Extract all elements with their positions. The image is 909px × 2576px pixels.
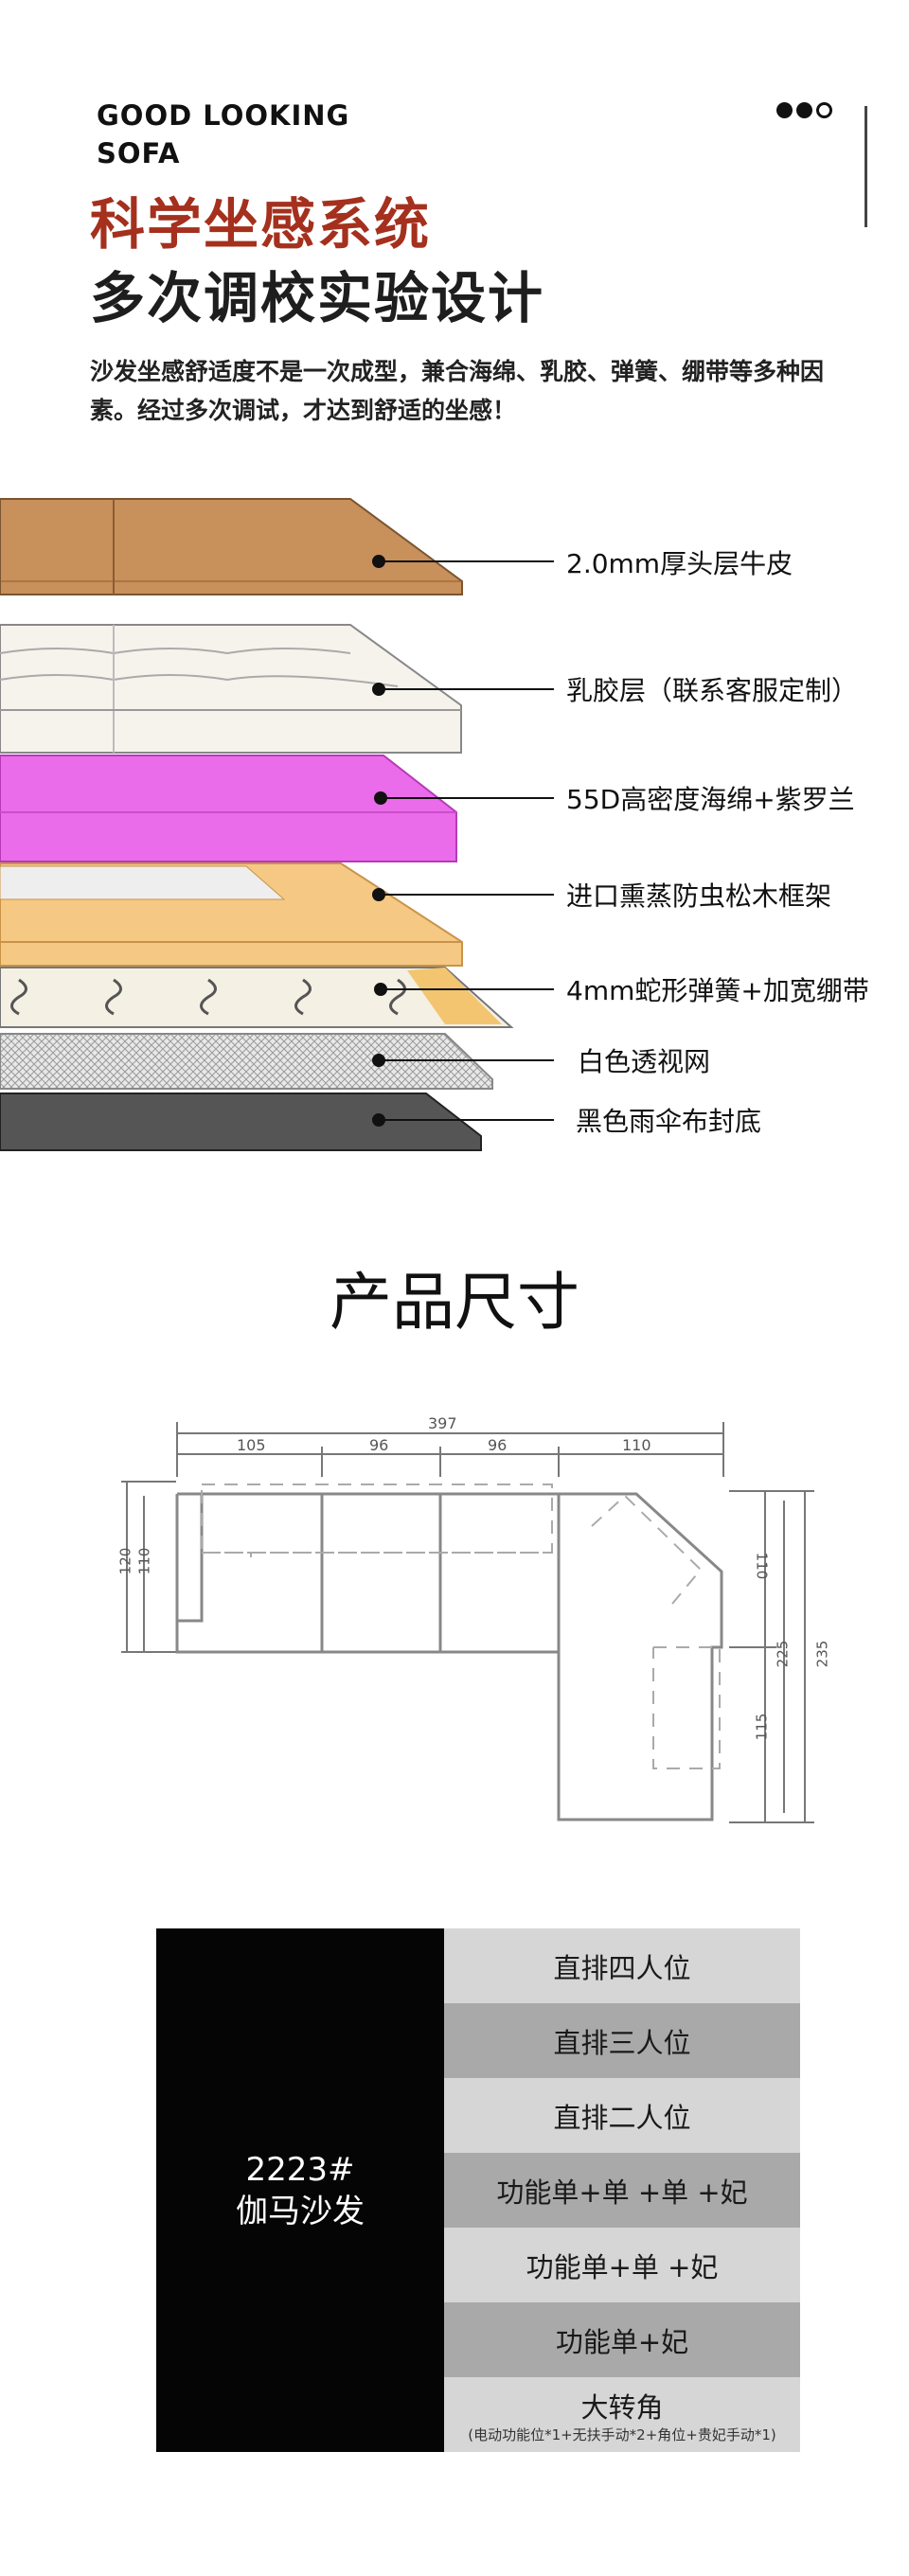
section-title-dimensions: 产品尺寸 — [330, 1266, 579, 1339]
config-rows: 直排四人位 直排三人位 直排二人位 功能单+单 +单 +妃 功能单+单 +妃 功… — [444, 1928, 800, 2452]
mesh-layer — [0, 1033, 493, 1090]
layer-label-spring: 4mm蛇形弹簧+加宽绷带 — [566, 975, 869, 1006]
product-model: 2223# — [245, 2150, 355, 2189]
config-row-label: 功能单+单 +妃 — [526, 2250, 719, 2283]
dim-segment-4: 110 — [622, 1436, 651, 1454]
config-row: 直排三人位 — [444, 2003, 800, 2078]
config-row-label: 大转角 — [580, 2390, 664, 2424]
config-row-sublabel: (电动功能位*1+无扶手动*2+角位+贵妃手动*1) — [468, 2425, 776, 2443]
dim-segment-3: 96 — [488, 1436, 508, 1454]
dim-total-width: 397 — [428, 1414, 457, 1432]
config-row-label: 直排三人位 — [553, 2026, 691, 2059]
config-row-label: 功能单+妃 — [555, 2325, 689, 2358]
config-row: 直排四人位 — [444, 1928, 800, 2003]
dim-segment-1: 105 — [237, 1436, 266, 1454]
dimension-drawing — [121, 1422, 814, 1823]
config-row-label: 功能单+单 +单 +妃 — [496, 2176, 748, 2209]
foam-layer — [0, 755, 457, 862]
brand-line-1: GOOD LOOKING — [97, 99, 350, 132]
dim-right-top: 110 — [753, 1552, 771, 1580]
dots-icon — [776, 102, 843, 123]
config-row: 大转角 (电动功能位*1+无扶手动*2+角位+贵妃手动*1) — [444, 2377, 800, 2452]
layer-label-foam: 55D高密度海绵+紫罗兰 — [566, 784, 855, 815]
bottom-cloth-layer — [0, 1093, 482, 1151]
layer-label-leather: 2.0mm厚头层牛皮 — [566, 548, 793, 579]
brand-line-2: SOFA — [97, 137, 181, 169]
config-row-label: 直排四人位 — [553, 1951, 691, 1984]
headline-secondary: 多次调校实验设计 — [90, 266, 545, 330]
config-row: 直排二人位 — [444, 2078, 800, 2153]
headline-primary: 科学坐感系统 — [90, 192, 432, 257]
wood-frame-layer — [0, 862, 463, 967]
layer-label-bottom: 黑色雨伞布封底 — [576, 1106, 762, 1137]
dim-right-mid: 225 — [774, 1640, 792, 1668]
dim-left-outer: 120 — [116, 1547, 134, 1575]
layer-label-wood: 进口熏蒸防虫松木框架 — [566, 880, 832, 912]
config-row-label: 直排二人位 — [553, 2101, 691, 2134]
spring-layer — [0, 967, 514, 1028]
product-name-cell: 2223# 伽马沙发 — [156, 1928, 444, 2452]
intro-paragraph: 沙发坐感舒适度不是一次成型，兼合海绵、乳胶、弹簧、绷带等多种因素。经过多次调试，… — [90, 358, 825, 424]
product-name: 伽马沙发 — [236, 2192, 365, 2230]
divider-line — [864, 106, 867, 227]
config-row: 功能单+单 +单 +妃 — [444, 2153, 800, 2228]
layer-label-mesh: 白色透视网 — [578, 1046, 711, 1077]
dim-right-bottom: 115 — [753, 1713, 771, 1741]
dim-segment-2: 96 — [369, 1436, 389, 1454]
sofa-layer-diagram — [0, 498, 554, 1151]
config-row: 功能单+单 +妃 — [444, 2228, 800, 2302]
dim-right-total: 235 — [813, 1640, 831, 1668]
leather-layer — [0, 498, 463, 595]
config-row: 功能单+妃 — [444, 2302, 800, 2377]
layer-label-latex: 乳胶层（联系客服定制） — [566, 675, 859, 706]
product-config-table: 2223# 伽马沙发 直排四人位 直排三人位 直排二人位 功能单+单 +单 +妃… — [156, 1928, 800, 2452]
latex-layer — [0, 624, 462, 754]
brand-name: GOOD LOOKING SOFA — [97, 97, 349, 172]
dim-left-inner: 110 — [135, 1547, 153, 1575]
